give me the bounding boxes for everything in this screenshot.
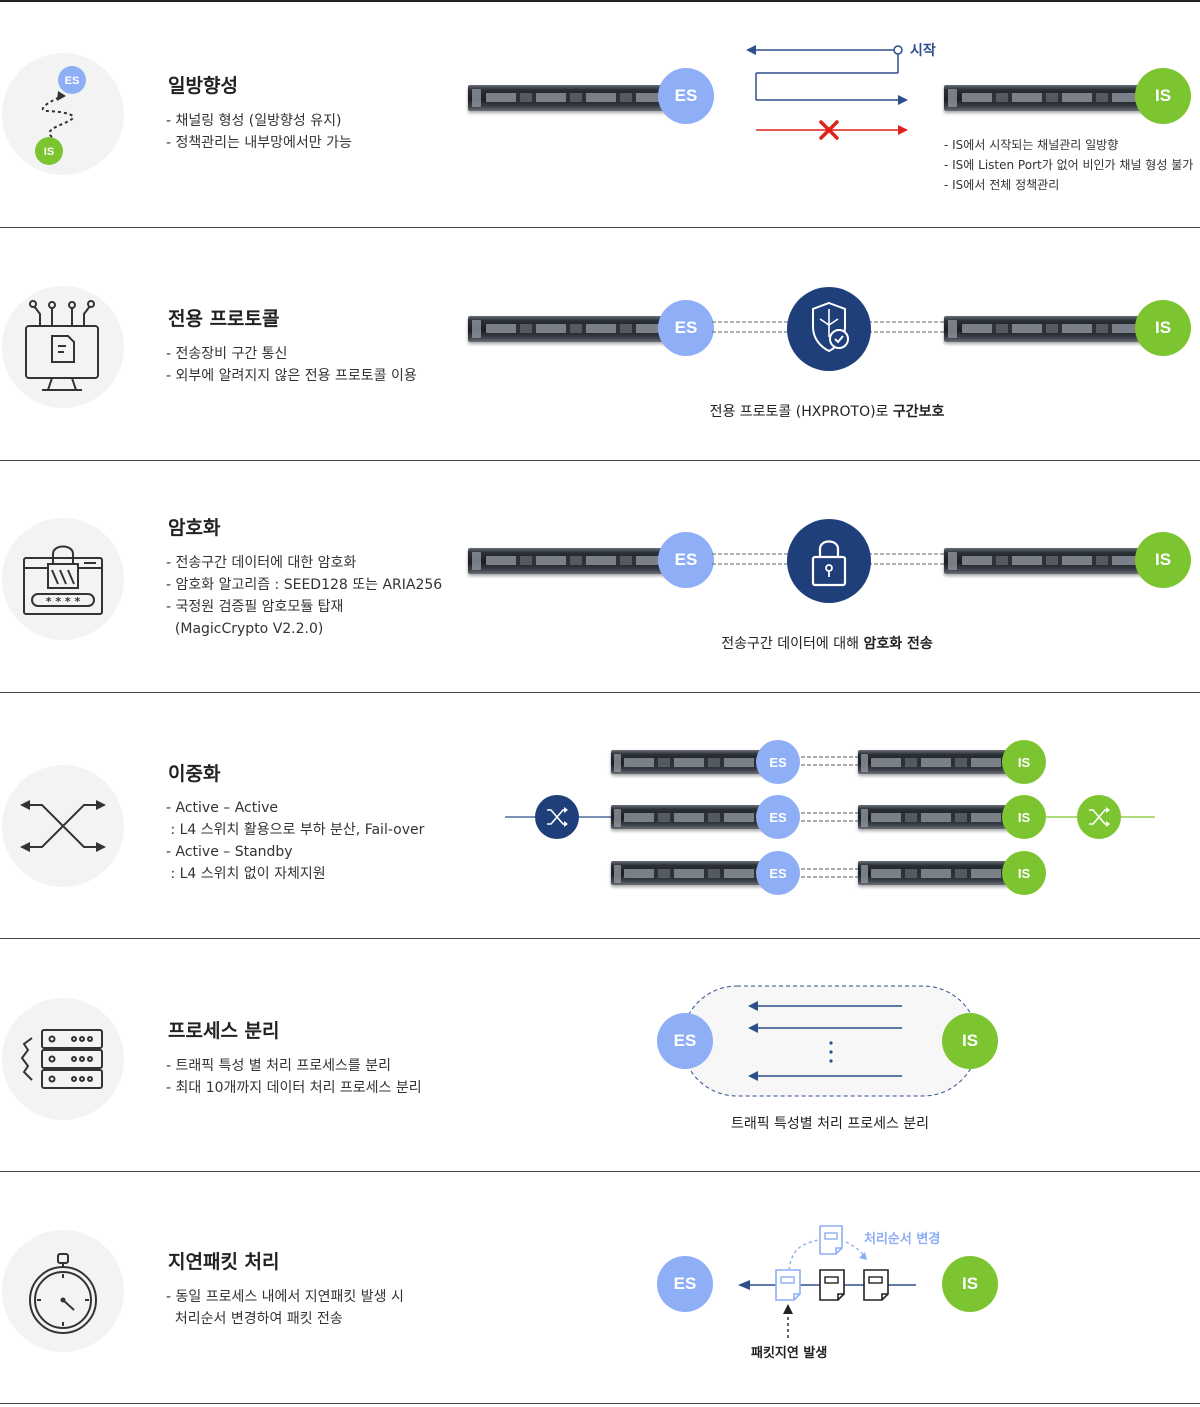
caption-text: 전용 프로토콜 (HXPROTO)로 [709,404,893,420]
delayed-packet-diagram [738,1225,916,1338]
shuffle-icon [1077,795,1121,839]
is-node: IS [1135,68,1191,124]
es-node: ES [658,68,714,124]
redundancy-links [505,756,1155,878]
row-description: - 트래픽 특성 별 처리 프로세스를 분리 - 최대 10개까지 데이터 처리… [166,1055,422,1099]
desc-line: - Active – Standby [166,844,293,860]
crossing-arrows-icon [2,765,124,887]
desc-line: : L4 스위치 없이 자체지원 [166,866,326,882]
reorder-label: 처리순서 변경 [864,1232,941,1247]
es-node: ES [657,1013,713,1069]
es-server [468,316,688,342]
row-title: 전용 프로토콜 [168,308,280,330]
desc-line: - 전송구간 데이터에 대한 암호화 [166,555,357,571]
desc-line: - 최대 10개까지 데이터 처리 프로세스 분리 [166,1080,422,1096]
is-node: IS [1002,851,1046,895]
es-node: ES [756,795,800,839]
is-server [858,861,1026,885]
icon-es-label: ES [65,75,80,87]
delayed-packet-icon [775,1269,801,1301]
icon-is-label: IS [44,146,54,158]
row-title: 일방향성 [168,75,238,97]
es-server [611,805,779,829]
row-description: - 동일 프로세스 내에서 지연패킷 발생 시 처리순서 변경하여 패킷 전송 [166,1286,404,1330]
process-separation-diagram [681,985,979,1097]
is-node: IS [942,1256,998,1312]
row-description: - Active – Active : L4 스위치 활용으로 부하 분산, F… [166,797,424,885]
is-node: IS [1135,532,1191,588]
row-divider [0,938,1200,939]
es-server [468,548,688,574]
desc-line: - 외부에 알려지지 않은 전용 프로토콜 이용 [166,368,417,384]
is-node: IS [1002,740,1046,784]
desc-line: - 채널링 형성 (일방향성 유지) [166,113,342,129]
row-divider [0,460,1200,461]
row-title: 이중화 [168,763,221,785]
row-divider [0,1171,1200,1172]
lock-password-icon: * * * * [2,518,124,640]
caption-bold: 암호화 전송 [863,636,933,652]
desc-line: - 동일 프로세스 내에서 지연패킷 발생 시 [166,1289,404,1305]
desc-line: - 국정원 검증필 암호모듈 탑재 [166,599,344,615]
delay-label: 패킷지연 발생 [751,1346,828,1361]
row-title: 프로세스 분리 [168,1020,280,1042]
blocked-x-icon [819,120,839,140]
note-line: - IS에서 시작되는 채널관리 일방향 [944,138,1119,152]
desc-line: - 정책관리는 내부망에서만 가능 [166,135,352,151]
desc-line: : L4 스위치 활용으로 부하 분산, Fail-over [166,822,425,838]
svg-text:* * * *: * * * * [46,595,81,608]
one-way-flow-diagram [746,45,908,140]
row-description: - 전송장비 구간 통신 - 외부에 알려지지 않은 전용 프로토콜 이용 [166,343,417,387]
desc-line: 처리순서 변경하여 패킷 전송 [166,1311,343,1327]
one-way-notes: - IS에서 시작되는 채널관리 일방향 - IS에 Listen Port가 … [944,135,1193,195]
es-server [611,861,779,885]
stopwatch-icon [2,1230,124,1352]
note-line: - IS에 Listen Port가 없어 비인가 채널 형성 불가 [944,158,1194,172]
shield-check-icon [787,287,871,371]
desc-line: - Active – Active [166,800,279,816]
is-server [944,85,1164,111]
es-node: ES [756,851,800,895]
row-description: - 전송구간 데이터에 대한 암호화 - 암호화 알고리즘 : SEED128 … [166,552,442,640]
is-node: IS [942,1013,998,1069]
row-divider [0,227,1200,228]
row-title: 암호화 [168,517,221,539]
row-description: - 채널링 형성 (일방향성 유지) - 정책관리는 내부망에서만 가능 [166,110,352,154]
row-divider [0,692,1200,693]
is-server [858,750,1026,774]
row-title: 지연패킷 처리 [168,1251,280,1273]
padlock-icon [787,519,871,603]
es-server [468,85,688,111]
desc-line: (MagicCrypto V2.2.0) [166,621,324,637]
desc-line: - 전송장비 구간 통신 [166,346,288,362]
es-server [611,750,779,774]
desc-line: - 암호화 알고리즘 : SEED128 또는 ARIA256 [166,577,443,593]
is-server [944,316,1164,342]
es-node: ES [658,532,714,588]
server-gear-icon [2,998,124,1120]
es-node: ES [756,740,800,784]
is-server [858,805,1026,829]
start-label: 시작 [910,43,936,59]
row-divider [0,1403,1200,1404]
direction-icon: ES IS [2,53,124,175]
packet-icon [819,1269,845,1301]
top-border [0,0,1200,2]
desc-line: - 트래픽 특성 별 처리 프로세스를 분리 [166,1058,391,1074]
monitor-network-icon [2,286,124,408]
es-node: ES [657,1256,713,1312]
caption-bold: 구간보호 [892,404,945,420]
process-caption: 트래픽 특성별 처리 프로세스 분리 [730,1116,930,1132]
is-node: IS [1002,795,1046,839]
caption-text: 전송구간 데이터에 대해 [721,636,864,652]
shuffle-icon [535,795,579,839]
es-node: ES [658,300,714,356]
packet-icon [863,1269,889,1301]
is-server [944,548,1164,574]
reordered-packet-icon [819,1225,843,1255]
note-line: - IS에서 전체 정책관리 [944,178,1060,192]
encryption-caption: 전송구간 데이터에 대해 암호화 전송 [721,633,932,653]
protocol-caption: 전용 프로토콜 (HXPROTO)로 구간보호 [710,401,945,421]
is-node: IS [1135,300,1191,356]
